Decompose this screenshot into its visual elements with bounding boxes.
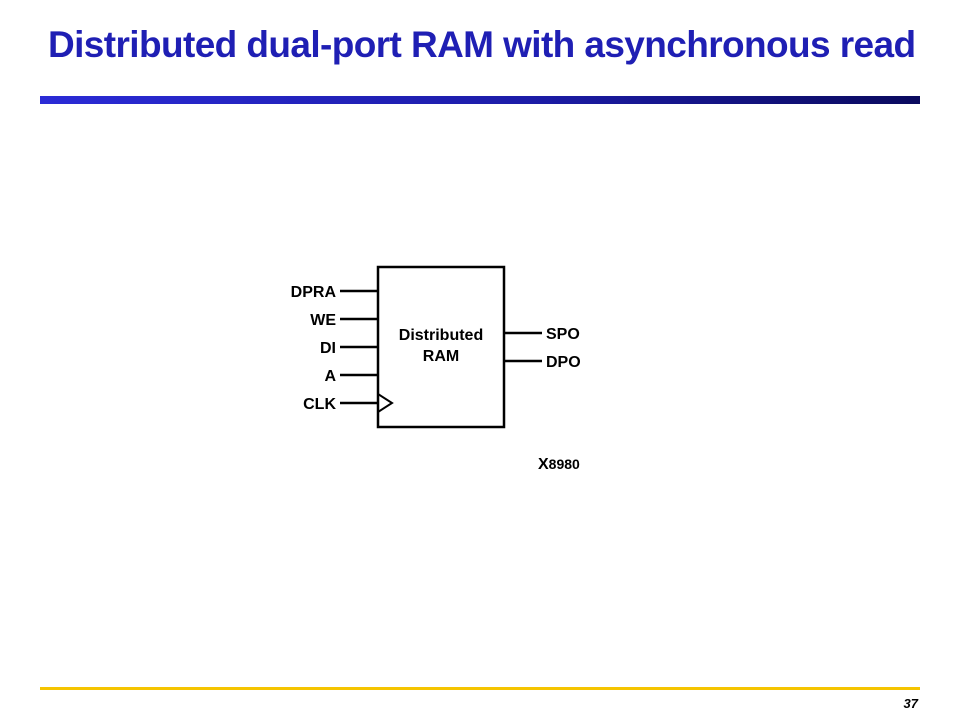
clock-edge-marker — [377, 393, 394, 413]
figure-id-prefix: X — [538, 456, 549, 473]
input-label-a: A — [324, 368, 336, 385]
block-label-line2: RAM — [423, 348, 459, 365]
block-label-line1: Distributed — [399, 327, 483, 344]
input-label-clk: CLK — [303, 396, 336, 413]
footer-divider — [40, 687, 920, 690]
slide-title: Distributed dual-port RAM with asynchron… — [48, 24, 916, 65]
output-label-dpo: DPO — [546, 354, 581, 371]
input-label-di: DI — [320, 340, 336, 357]
input-label-dpra: DPRA — [291, 284, 337, 301]
output-label-spo: SPO — [546, 326, 580, 343]
figure-id-number: 8980 — [549, 456, 580, 472]
page-number: 37 — [903, 696, 918, 711]
title-divider — [40, 96, 920, 104]
ram-block — [376, 265, 506, 429]
input-label-we: WE — [310, 312, 336, 329]
figure-id: X8980 — [538, 456, 580, 473]
